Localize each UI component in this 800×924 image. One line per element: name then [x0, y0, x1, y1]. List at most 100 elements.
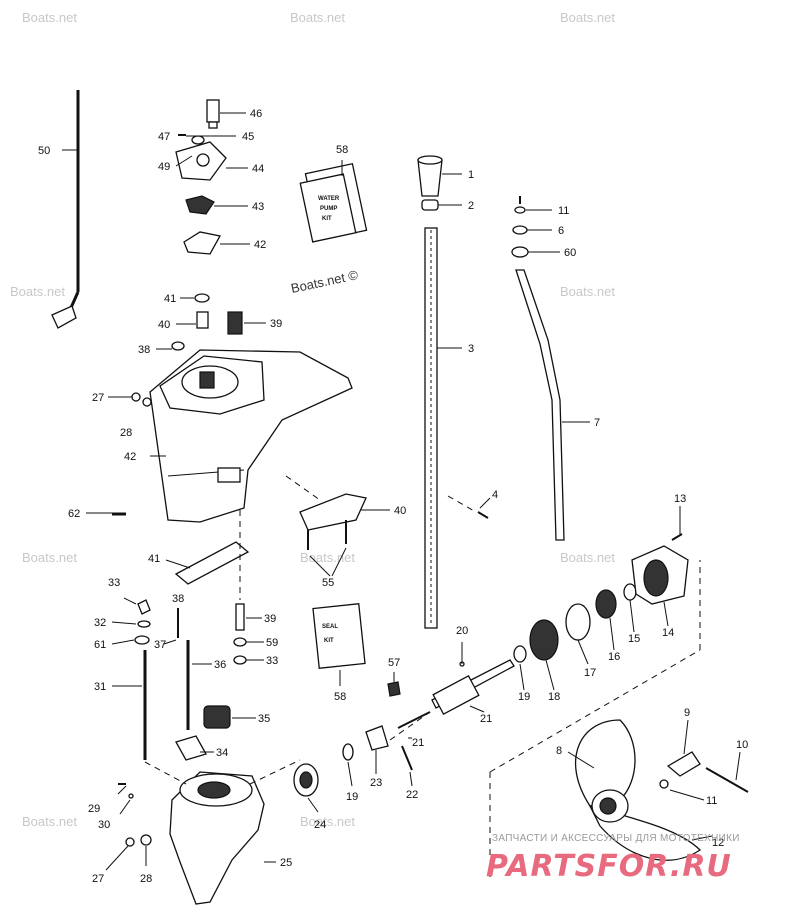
part-label: 28	[140, 873, 152, 885]
part-label: 58	[334, 691, 346, 703]
part-label: 11	[706, 795, 717, 807]
part-drive-shaft	[417, 155, 489, 629]
watermark: Boats.net	[300, 814, 355, 829]
part-label: 41	[148, 553, 160, 565]
part-label: 36	[214, 659, 226, 671]
part-label: 41	[164, 293, 176, 305]
part-label: 35	[258, 713, 270, 725]
assembly-guides	[144, 475, 701, 880]
part-label: 50	[38, 145, 50, 157]
leader-lines	[62, 112, 741, 871]
part-label: 31	[94, 681, 106, 693]
part-label: 47	[158, 131, 170, 143]
part-label: 19	[346, 791, 358, 803]
part-label: 19	[518, 691, 530, 703]
watermark-layer: Boats.net Boats.net Boats.net Boats.net …	[10, 10, 615, 829]
part-label: 40	[394, 505, 406, 517]
part-labels: 46 47 45 49 44 43 42 41 40 39 38 50 58 1…	[38, 108, 748, 885]
part-propeller	[574, 719, 749, 861]
part-label: 22	[406, 789, 418, 801]
part-label: 16	[608, 651, 620, 663]
part-label: 37	[154, 639, 166, 651]
watermark: Boats.net	[22, 550, 77, 565]
part-water-pump	[171, 99, 243, 351]
footer-tagline: ЗАПЧАСТИ И АКСЕССУАРЫ ДЛЯ МОТОТЕХНИКИ	[492, 833, 740, 844]
part-gasket	[174, 541, 250, 585]
part-label: 17	[584, 667, 596, 679]
part-label: 29	[88, 803, 100, 815]
part-label: 27	[92, 873, 104, 885]
water-pump-kit-box: WATER PUMP KIT	[299, 162, 368, 243]
part-label: 24	[314, 819, 326, 831]
part-mount-bracket	[299, 493, 367, 550]
part-label: 46	[250, 108, 262, 120]
part-gearcase	[118, 771, 265, 905]
part-label: 33	[108, 577, 120, 589]
part-label: 39	[270, 318, 282, 330]
watermark-center: Boats.net ©	[290, 267, 360, 296]
part-label: 59	[266, 637, 278, 649]
kit-label-line: KIT	[324, 638, 334, 644]
part-label: 61	[94, 639, 106, 651]
part-label: 57	[388, 657, 400, 669]
part-label: 21	[480, 713, 492, 725]
part-propshaft	[387, 659, 515, 729]
part-label: 32	[94, 617, 106, 629]
watermark: Boats.net	[22, 814, 77, 829]
watermark: Boats.net	[560, 284, 615, 299]
watermark: Boats.net	[22, 10, 77, 25]
watermark: Boats.net	[560, 10, 615, 25]
kit-label-line: KIT	[322, 216, 332, 222]
part-label: 34	[216, 747, 228, 759]
part-label: 15	[628, 633, 640, 645]
part-label: 6	[558, 225, 564, 237]
footer-brand-logo: PARTSFOR.RU	[486, 849, 732, 884]
part-label: 18	[548, 691, 560, 703]
part-label: 60	[564, 247, 576, 259]
part-label: 55	[322, 577, 334, 589]
part-propshaft-bearing	[293, 725, 413, 797]
part-label: 21	[412, 737, 424, 749]
part-label: 2	[468, 200, 474, 212]
part-label: 42	[124, 451, 136, 463]
part-studs-center	[175, 603, 247, 761]
watermark: Boats.net	[290, 10, 345, 25]
part-label: 1	[468, 169, 474, 181]
part-label: 27	[92, 392, 104, 404]
part-label: 3	[468, 343, 474, 355]
part-label: 7	[594, 417, 600, 429]
part-label: 62	[68, 508, 80, 520]
part-shift-shaft	[511, 196, 565, 541]
part-driveshaft-housing	[112, 349, 353, 523]
part-label: 39	[264, 613, 276, 625]
part-label: 20	[456, 625, 468, 637]
part-label: 43	[252, 201, 264, 213]
watermark: Boats.net	[560, 550, 615, 565]
part-label: 38	[138, 344, 150, 356]
kit-label-line: PUMP	[320, 206, 337, 212]
part-label: 23	[370, 777, 382, 789]
kit-label-line: SEAL	[322, 624, 338, 630]
watermark: Boats.net	[10, 284, 65, 299]
part-label: 44	[252, 163, 264, 175]
footer-brand-block: ЗАПЧАСТИ И АКСЕССУАРЫ ДЛЯ МОТОТЕХНИКИ PA…	[486, 833, 740, 884]
part-label: 58	[336, 144, 348, 156]
part-label: 33	[266, 655, 278, 667]
seal-kit-box: SEAL KIT	[312, 603, 366, 669]
part-label: 11	[558, 205, 569, 217]
part-label: 12	[712, 837, 724, 849]
part-label: 14	[662, 627, 674, 639]
part-studs-left	[134, 599, 151, 760]
part-label: 4	[492, 489, 498, 501]
part-label: 42	[254, 239, 266, 251]
part-label: 38	[172, 593, 184, 605]
part-shift-rod	[51, 90, 80, 329]
part-label: 10	[736, 739, 748, 751]
part-label: 8	[556, 745, 562, 757]
part-label: 25	[280, 857, 292, 869]
kit-label-line: WATER	[318, 196, 340, 202]
part-label: 45	[242, 131, 254, 143]
part-gears-and-cover	[513, 533, 689, 663]
part-label: 40	[158, 319, 170, 331]
